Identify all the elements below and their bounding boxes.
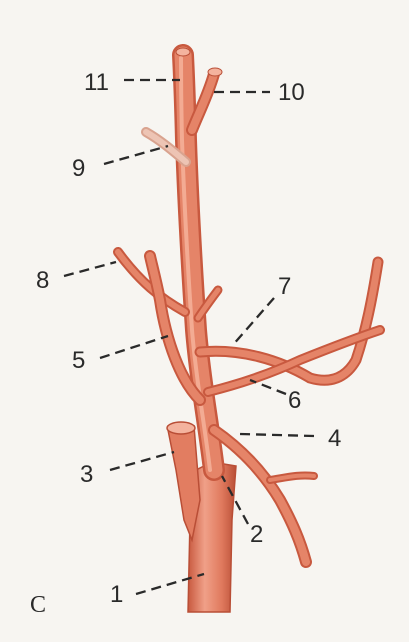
vessel-3-stump [167, 422, 200, 540]
branch-11-end [176, 48, 190, 56]
leader-4 [240, 434, 314, 436]
label-7: 7 [278, 273, 291, 300]
leader-9 [104, 146, 168, 164]
label-1: 1 [110, 581, 123, 608]
leader-8 [64, 262, 116, 276]
leader-7 [232, 298, 274, 346]
label-9: 9 [72, 155, 85, 182]
leader-5 [100, 336, 168, 358]
label-5: 5 [72, 347, 85, 374]
label-11: 11 [84, 69, 109, 96]
panel-letter: C [30, 592, 46, 618]
leader-6 [250, 380, 286, 394]
label-10: 10 [278, 79, 305, 106]
label-6: 6 [288, 387, 301, 414]
branch-10 [192, 68, 222, 130]
label-4: 4 [328, 425, 341, 452]
leader-3 [110, 452, 174, 470]
label-2: 2 [250, 521, 263, 548]
label-8: 8 [36, 267, 49, 294]
label-3: 3 [80, 461, 93, 488]
